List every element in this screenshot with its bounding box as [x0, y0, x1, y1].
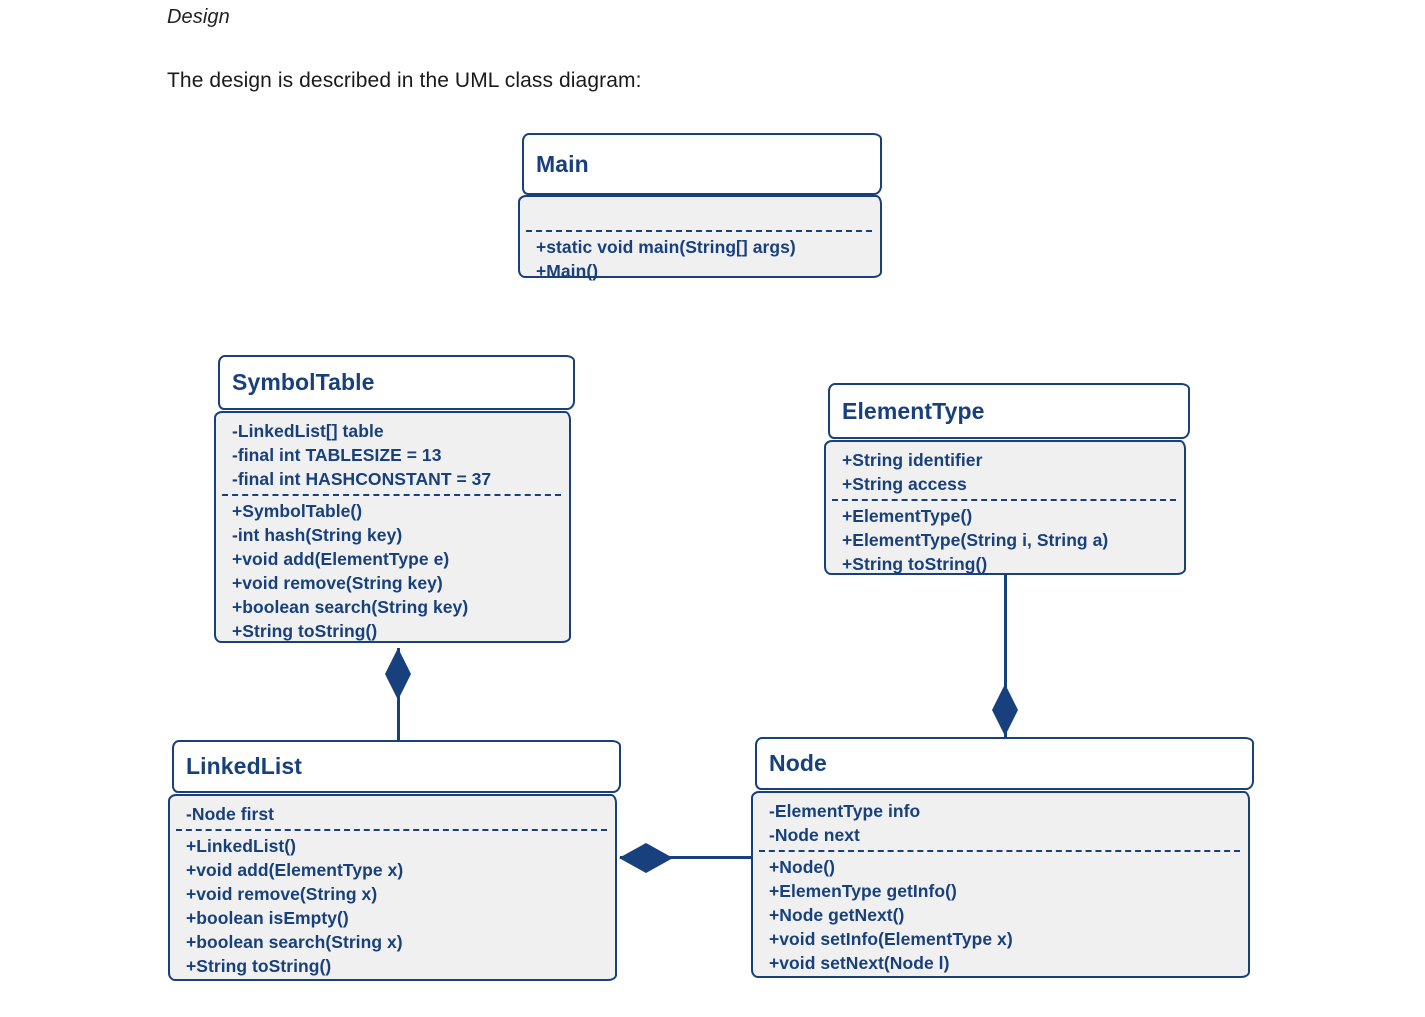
uml-class-elementtype-body: +String identifier +String access +Eleme…: [824, 440, 1186, 575]
uml-member: +void remove(String x): [186, 884, 378, 904]
uml-class-node-body: -ElementType info -Node next +Node() +El…: [751, 791, 1250, 978]
uml-member: +Node getNext(): [769, 905, 905, 925]
uml-member: +String toString(): [232, 621, 378, 641]
composition-diamond-symboltable: [385, 648, 411, 700]
uml-class-symboltable-separator: [222, 494, 561, 496]
uml-class-main-body: +static void main(String[] args) +Main(): [518, 195, 882, 281]
uml-member: +void setNext(Node l): [769, 953, 950, 973]
uml-class-symboltable-title: SymbolTable: [232, 369, 375, 395]
uml-class-elementtype-attributes: +String identifier +String access: [826, 448, 1184, 496]
uml-class-linkedlist-methods: +LinkedList() +void add(ElementType x) +…: [170, 834, 615, 978]
uml-member: +LinkedList(): [186, 836, 297, 856]
uml-member: +ElementType(): [842, 506, 973, 526]
uml-member: -final int HASHCONSTANT = 37: [232, 469, 492, 489]
uml-class-elementtype-header: ElementType: [828, 383, 1190, 439]
uml-member: +String access: [842, 474, 967, 494]
uml-member: +String identifier: [842, 450, 983, 470]
uml-class-linkedlist-separator: [176, 829, 607, 831]
uml-class-linkedlist-title: LinkedList: [186, 753, 303, 779]
uml-member: +String toString(): [186, 956, 332, 976]
uml-member: +void add(ElementType e): [232, 549, 450, 569]
uml-member: +static void main(String[] args): [536, 237, 796, 257]
uml-class-linkedlist-header: LinkedList: [172, 740, 621, 793]
uml-member: +SymbolTable(): [232, 501, 363, 521]
uml-class-main-attributes: [520, 203, 880, 227]
composition-diamond-linkedlist: [619, 843, 673, 873]
uml-class-linkedlist-body: -Node first +LinkedList() +void add(Elem…: [168, 794, 617, 981]
uml-member: -Node next: [769, 825, 860, 845]
connector-linkedlist-node: [620, 856, 765, 859]
uml-class-symboltable-body: -LinkedList[] table -final int TABLESIZE…: [214, 411, 571, 643]
uml-member: +void add(ElementType x): [186, 860, 404, 880]
uml-member: -Node first: [186, 804, 275, 824]
uml-class-symboltable-methods: +SymbolTable() -int hash(String key) +vo…: [216, 499, 569, 643]
uml-class-symboltable-header: SymbolTable: [218, 355, 575, 410]
uml-member: +void remove(String key): [232, 573, 443, 593]
composition-diamond-node: [992, 684, 1018, 736]
uml-class-linkedlist-attributes: -Node first: [170, 802, 615, 826]
uml-member: +ElemenType getInfo(): [769, 881, 957, 901]
uml-member: -final int TABLESIZE = 13: [232, 445, 442, 465]
uml-class-node-separator: [759, 850, 1240, 852]
uml-member: +boolean search(String key): [232, 597, 469, 617]
uml-class-node-methods: +Node() +ElemenType getInfo() +Node getN…: [753, 855, 1248, 975]
uml-member: +ElementType(String i, String a): [842, 530, 1109, 550]
uml-class-main-title: Main: [536, 150, 589, 177]
uml-class-node-header: Node: [755, 737, 1254, 790]
connector-elementtype-node: [1004, 575, 1007, 740]
uml-member: -int hash(String key): [232, 525, 403, 545]
uml-class-main-separator: [526, 230, 872, 232]
uml-class-elementtype-methods: +ElementType() +ElementType(String i, St…: [826, 504, 1184, 576]
uml-class-elementtype-title: ElementType: [842, 397, 985, 424]
uml-class-main-methods: +static void main(String[] args) +Main(): [520, 235, 880, 283]
uml-member: +boolean search(String x): [186, 932, 403, 952]
page-heading: Design: [167, 6, 230, 28]
uml-member: -ElementType info: [769, 801, 921, 821]
uml-member: -LinkedList[] table: [232, 421, 384, 441]
uml-member: +Main(): [536, 261, 599, 281]
uml-class-node-title: Node: [769, 750, 827, 776]
uml-member: +String toString(): [842, 554, 988, 574]
uml-class-elementtype-separator: [832, 499, 1176, 501]
uml-member: +boolean isEmpty(): [186, 908, 349, 928]
uml-member: +void setInfo(ElementType x): [769, 929, 1013, 949]
uml-member: +Node(): [769, 857, 835, 877]
page-paragraph: The design is described in the UML class…: [167, 69, 642, 92]
uml-class-symboltable-attributes: -LinkedList[] table -final int TABLESIZE…: [216, 419, 569, 491]
uml-class-main-header: Main: [522, 133, 882, 195]
uml-class-node-attributes: -ElementType info -Node next: [753, 799, 1248, 847]
connector-symboltable-linkedlist: [397, 648, 400, 753]
